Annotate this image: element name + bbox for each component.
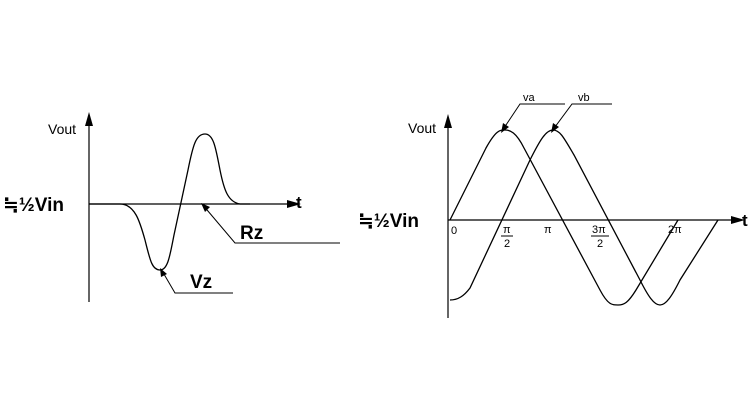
- right-tick-half-pi-top: π: [503, 224, 511, 236]
- right-tick-two-pi: 2π: [668, 224, 682, 236]
- right-tick-zero: 0: [451, 225, 457, 237]
- left-x-axis-arrow: [287, 200, 301, 208]
- right-y-axis-arrow: [444, 114, 452, 128]
- right-tick-half-pi-bottom: 2: [504, 238, 510, 250]
- left-rz-label: Rz: [240, 223, 263, 244]
- left-y-axis-label: Vout: [48, 121, 76, 137]
- right-va-leader-arrow: [501, 123, 509, 133]
- right-tick-pi: π: [544, 224, 552, 236]
- right-vb-trace: [449, 129, 719, 306]
- right-vb-label: vb: [578, 92, 590, 104]
- right-tick-three-half-pi-top: 3π: [592, 224, 606, 236]
- left-panel: Vout t ≒½Vin Rz Vz: [3, 112, 340, 302]
- right-y-axis-label: Vout: [408, 120, 436, 136]
- right-panel: Vout t ≒½Vin va vb 0 π 2 π 3π 2 2π: [358, 92, 748, 318]
- right-x-axis-label: t: [742, 211, 748, 230]
- left-vz-leader-arrow: [160, 268, 167, 277]
- right-vb-leader-arrow: [551, 123, 559, 133]
- left-y-axis-arrow: [85, 112, 93, 126]
- left-ref-level-label: ≒½Vin: [3, 195, 64, 216]
- left-rz-leader: [201, 203, 340, 244]
- left-x-axis-label: t: [296, 193, 302, 212]
- right-vb-leader: [551, 103, 612, 132]
- right-va-leader: [501, 103, 565, 132]
- right-tick-three-half-pi-bottom: 2: [597, 238, 603, 250]
- left-rz-leader-arrow: [201, 203, 210, 212]
- right-ref-level-label: ≒½Vin: [358, 211, 419, 232]
- right-va-label: va: [523, 92, 536, 104]
- right-x-axis-arrow: [731, 216, 745, 224]
- right-va-trace: [449, 129, 679, 306]
- left-vz-label: Vz: [190, 272, 212, 293]
- left-vz-trace: [89, 133, 250, 271]
- left-vz-leader: [160, 268, 233, 294]
